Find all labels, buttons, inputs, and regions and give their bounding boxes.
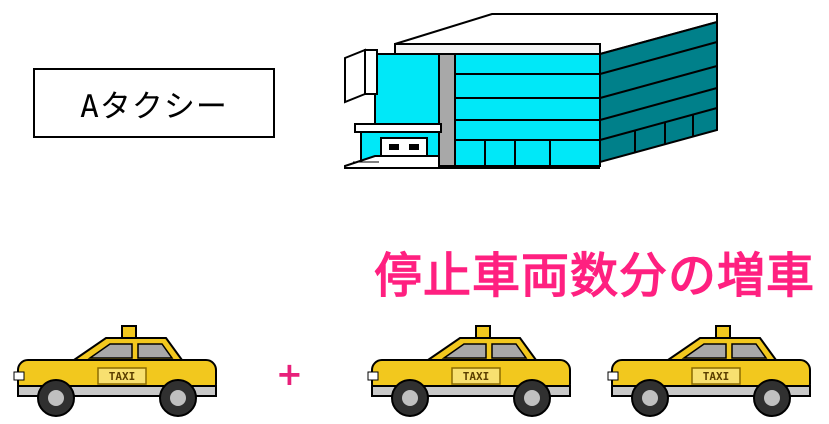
taxi-icon: TAXI [607,325,811,417]
company-name-box: Aタクシー [33,68,275,138]
plus-sign: + [276,355,303,393]
company-name: Aタクシー [80,88,228,125]
headline-text: 停止車両数分の増車 [373,248,815,304]
taxi-sign-label: TAXI [703,370,730,383]
taxi-icon: TAXI [13,325,217,417]
taxi-icon: TAXI [367,325,571,417]
taxi-sign-label: TAXI [463,370,490,383]
taxi-sign-label: TAXI [109,370,136,383]
building-icon [344,13,718,169]
